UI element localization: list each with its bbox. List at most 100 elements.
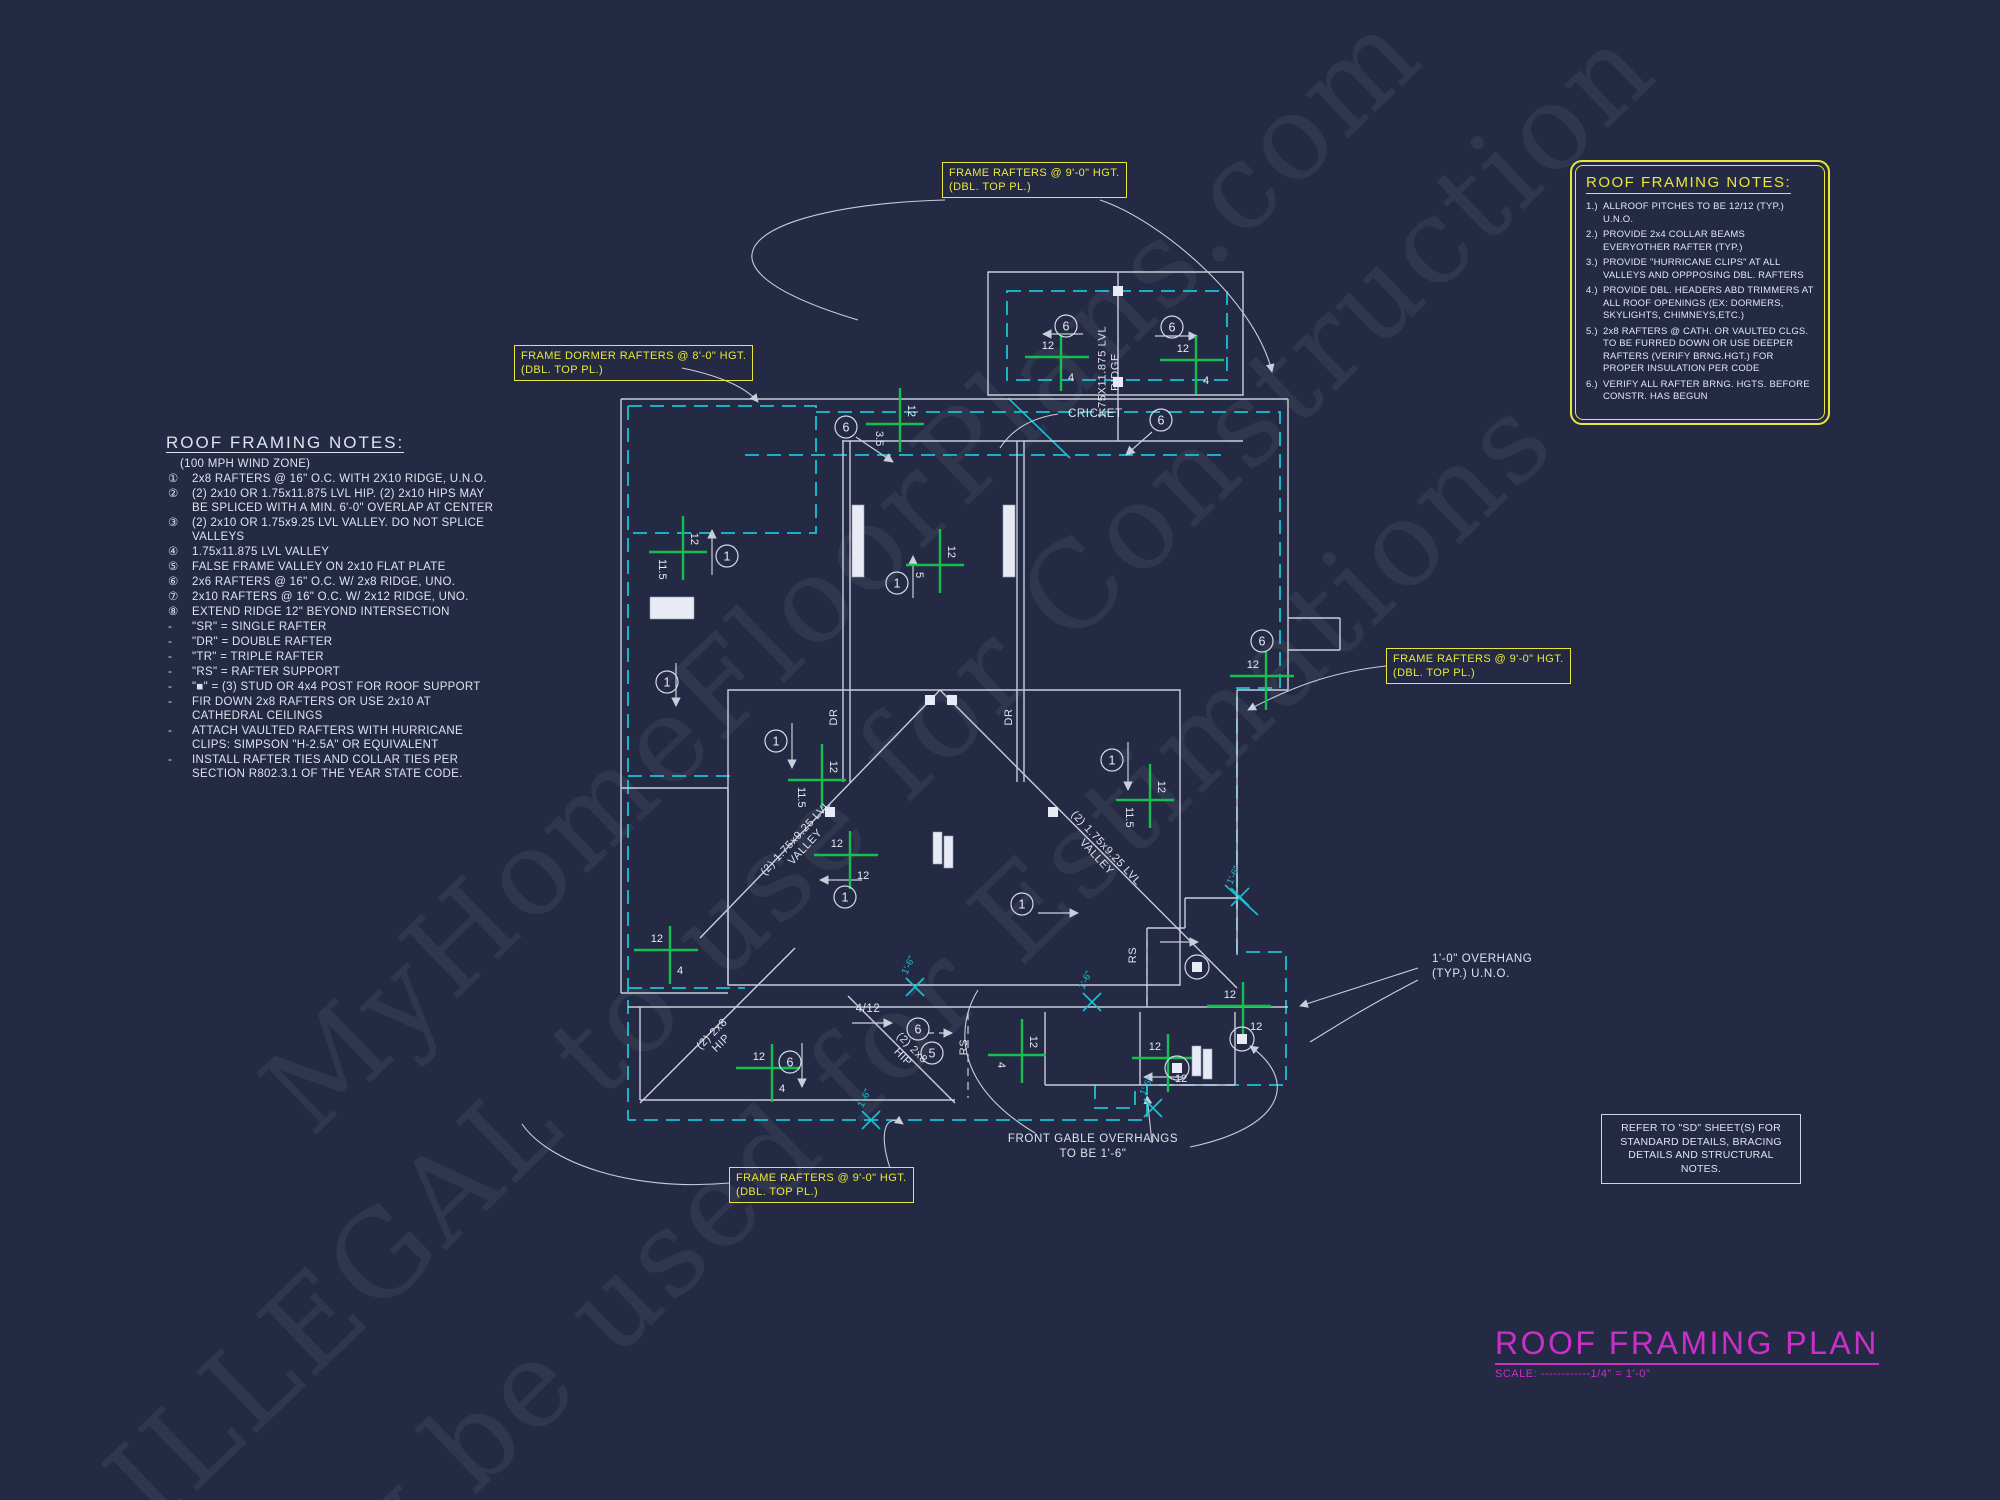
bubble-circle xyxy=(833,885,857,909)
note-item: -"TR" = TRIPLE RAFTER xyxy=(166,650,502,664)
tick-line xyxy=(1082,992,1102,1012)
pitch-run: 12 xyxy=(857,870,869,882)
note-item-text: FALSE FRAME VALLEY ON 2x10 FLAT PLATE xyxy=(192,561,446,573)
pitch-rise: 12 xyxy=(1224,989,1236,1001)
pitch-marker: 12 4 xyxy=(1025,333,1089,391)
bubble-circle xyxy=(1100,748,1124,772)
pitch-marker: 124 xyxy=(634,926,698,984)
pitch-marker: 124 xyxy=(988,1019,1046,1083)
note-item-number: ⑤ xyxy=(168,561,179,573)
note-item-text: 2x10 RAFTERS @ 16" O.C. W/ 2x12 RIDGE, U… xyxy=(192,591,469,603)
bubble-number: 1 xyxy=(724,550,731,564)
rafter-note-bubble: 1 xyxy=(655,670,679,694)
note-item-text: "SR" = SINGLE RAFTER xyxy=(192,621,327,633)
cricket-overhang xyxy=(1006,290,1228,381)
pitch-marker: 12 xyxy=(1230,652,1294,710)
tick-dimension: 1'-6" xyxy=(1225,864,1243,886)
node-square xyxy=(825,807,835,817)
notes-box-list: 1.)ALLROOF PITCHES TO BE 12/12 (TYP.) U.… xyxy=(1586,201,1814,404)
leader xyxy=(1189,1045,1278,1148)
bubble-circle xyxy=(655,670,679,694)
note-item-text: (2) 2x10 OR 1.75x11.875 LVL HIP. (2) 2x1… xyxy=(192,488,494,514)
bubble-number: 6 xyxy=(1169,321,1176,335)
plan-label: 4/12 xyxy=(856,1003,881,1015)
callout-frame-rafters-right: FRAME RAFTERS @ 9'-0" HGT. (DBL. TOP PL.… xyxy=(1386,648,1571,684)
bubble-circle xyxy=(778,1050,802,1074)
callout-line: (DBL. TOP PL.) xyxy=(521,364,604,376)
note-item-number: - xyxy=(168,666,173,678)
leader xyxy=(521,1123,730,1186)
pitch-rise: 12 xyxy=(1149,1041,1161,1053)
node-square xyxy=(1113,286,1123,296)
callout-line: (DBL. TOP PL.) xyxy=(1393,667,1476,679)
note-item: -FIR DOWN 2x8 RAFTERS OR USE 2x10 AT CAT… xyxy=(166,695,502,723)
roof-support-post xyxy=(1229,1026,1255,1052)
plan-label-line: TO BE 1'-6" xyxy=(1060,1148,1127,1160)
rear-step-walls xyxy=(1146,897,1237,1007)
note-item-text: ATTACH VAULTED RAFTERS WITH HURRICANE CL… xyxy=(192,725,463,751)
roof-overhang-outline xyxy=(627,290,1287,1121)
rotated-label: DR xyxy=(828,708,840,725)
pitch-run: 4 xyxy=(1203,375,1209,387)
bubble-number: 1 xyxy=(842,891,849,905)
note-item-number: - xyxy=(168,651,173,663)
dormer-overhang xyxy=(628,405,817,534)
bubble-number: 6 xyxy=(1259,635,1266,649)
note-item-text: "■" = (3) STUD OR 4x4 POST FOR ROOF SUPP… xyxy=(192,681,481,693)
node-square xyxy=(925,695,935,705)
note-item-number: ⑦ xyxy=(168,591,179,603)
note-item: -"RS" = RAFTER SUPPORT xyxy=(166,665,502,679)
note-item-text: VERIFY ALL RAFTER BRNG. HGTS. BEFORE CON… xyxy=(1603,378,1810,403)
bubble-circle xyxy=(834,415,858,439)
note-item-number: - xyxy=(168,681,173,693)
framing-member xyxy=(649,596,695,620)
valley-right xyxy=(939,689,1238,989)
framing-member xyxy=(932,831,943,865)
note-item-number: - xyxy=(168,754,173,766)
refer-sd-sheets-note: REFER TO "SD" SHEET(S) FOR STANDARD DETA… xyxy=(1601,1114,1801,1184)
callout-line: FRAME RAFTERS @ 9'-0" HGT. xyxy=(949,167,1120,179)
framing-member xyxy=(1191,1045,1202,1077)
note-item-number: 2.) xyxy=(1586,229,1598,240)
tick-line xyxy=(861,1110,881,1130)
rafter-note-bubble: 6 xyxy=(1149,408,1173,432)
pitch-marker: 124 xyxy=(736,1044,800,1102)
post-square xyxy=(1192,962,1202,972)
cyan-valley-lines xyxy=(1007,397,1259,916)
pitch-rise: 12 xyxy=(1042,340,1054,352)
plan-label-line: CRICKET xyxy=(1068,408,1123,420)
note-item-number: 4.) xyxy=(1586,285,1598,296)
note-item: - "■" = (3) STUD OR 4x4 POST FOR ROOF SUP… xyxy=(166,680,502,694)
rafter-note-bubble: 6 xyxy=(778,1050,802,1074)
node-square xyxy=(1048,807,1058,817)
rotated-label-line: RIDGE xyxy=(1110,353,1122,391)
corner-valley xyxy=(1224,884,1259,916)
note-item-number: - xyxy=(168,696,173,708)
note-item: -INSTALL RAFTER TIES AND COLLAR TIES PER… xyxy=(166,753,502,781)
main-overhang-outline xyxy=(628,411,1287,1121)
rafter-note-bubble: 1 xyxy=(764,729,788,753)
sheet-scale: SCALE: ------------1/4" = 1'-0" xyxy=(1495,1368,1651,1380)
note-item-text: 2x6 RAFTERS @ 16" O.C. W/ 2x8 RIDGE, UNO… xyxy=(192,576,456,588)
pitch-run: 5 xyxy=(913,572,925,578)
pitch-rise: 12 xyxy=(827,761,839,773)
note-item-text: 2x8 RAFTERS @ 16" O.C. WITH 2X10 RIDGE, … xyxy=(192,473,487,485)
notes-box-title: ROOF FRAMING NOTES: xyxy=(1586,174,1792,194)
node-square xyxy=(947,695,957,705)
callout-frame-rafters-top: FRAME RAFTERS @ 9'-0" HGT. (DBL. TOP PL.… xyxy=(942,162,1127,198)
rafter-note-bubble: 6 xyxy=(906,1017,930,1041)
rafter-note-bubble: 6 xyxy=(1250,629,1274,653)
pitch-run: 11.5 xyxy=(1123,807,1135,828)
pitch-run: 4 xyxy=(1068,372,1074,384)
bubble-number: 1 xyxy=(1109,754,1116,768)
pitch-marker: 123.5 xyxy=(866,388,924,452)
note-item-number: ② xyxy=(168,488,179,500)
rafter-note-bubble: 1 xyxy=(833,885,857,909)
plan-label-line: 4/12 xyxy=(856,1003,881,1015)
framing-member xyxy=(1002,504,1016,578)
